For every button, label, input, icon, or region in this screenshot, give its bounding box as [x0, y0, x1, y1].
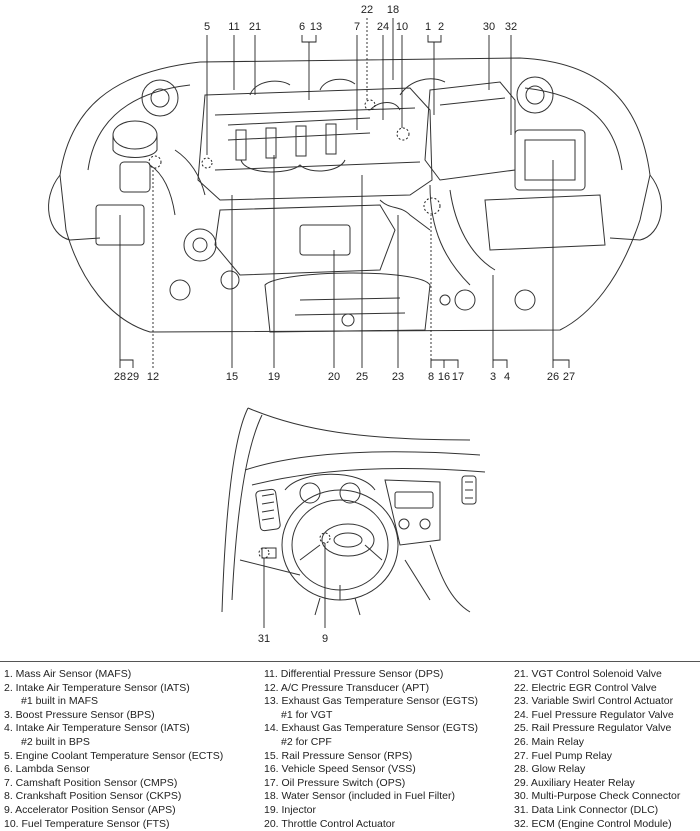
- callout-16: 16: [438, 371, 450, 383]
- legend-item: 28. Glow Relay: [514, 763, 586, 776]
- callout-26: 26: [547, 371, 559, 383]
- interior-sensor-markers: [258, 532, 331, 559]
- legend-item: 10. Fuel Temperature Sensor (FTS): [4, 817, 170, 830]
- callout-9: 9: [322, 633, 328, 645]
- interior-callouts: 31 9: [258, 633, 328, 645]
- legend-item: 15. Rail Pressure Sensor (RPS): [264, 749, 413, 762]
- callout-5: 5: [204, 21, 210, 33]
- legend-item: 21. VGT Control Solenoid Valve: [514, 668, 662, 680]
- legend-item: 6. Lambda Sensor: [4, 763, 90, 776]
- callout-11: 11: [228, 21, 239, 33]
- callout-8: 8: [428, 371, 434, 383]
- legend-item: 27. Fuel Pump Relay: [514, 749, 613, 762]
- callout-2: 2: [438, 21, 444, 33]
- engine-top-callouts: 5 11 21 6 13 22 18 7 24 10 1 2 30 32: [204, 4, 517, 33]
- callout-6: 6: [299, 21, 305, 33]
- legend-item: 5. Engine Coolant Temperature Sensor (EC…: [4, 749, 224, 762]
- component-location-figure: 5 11 21 6 13 22 18 7 24 10 1 2 30 32 28 …: [48, 4, 662, 645]
- legend-item: 2. Intake Air Temperature Sensor (IATS): [4, 681, 190, 694]
- legend-column-2: 11. Differential Pressure Sensor (DPS)12…: [264, 668, 478, 831]
- legend-item: 13. Exhaust Gas Temperature Sensor (EGTS…: [264, 695, 478, 708]
- interior-dashboard-drawing: [221, 407, 486, 616]
- callout-25: 25: [356, 371, 368, 383]
- legend-item: 19. Injector: [264, 803, 316, 816]
- legend-item: 14. Exhaust Gas Temperature Sensor (EGTS…: [264, 722, 478, 735]
- legend-item: 17. Oil Pressure Switch (OPS): [264, 776, 406, 789]
- callout-19: 19: [268, 371, 280, 383]
- callout-31: 31: [258, 633, 270, 645]
- legend-item: 1. Mass Air Sensor (MAFS): [4, 668, 132, 680]
- legend-item: 20. Throttle Control Actuator: [264, 817, 396, 830]
- legend-item: 3. Boost Pressure Sensor (BPS): [4, 708, 155, 721]
- legend-item: 16. Vehicle Speed Sensor (VSS): [264, 763, 416, 776]
- callout-29: 29: [127, 371, 139, 383]
- legend: 1. Mass Air Sensor (MAFS)2. Intake Air T…: [0, 664, 700, 831]
- legend-item: 22. Electric EGR Control Valve: [514, 681, 657, 694]
- legend-item: 23. Variable Swirl Control Actuator: [514, 695, 674, 708]
- interior-leaders: [263, 543, 326, 628]
- legend-item: #1 built in MAFS: [21, 695, 99, 708]
- callout-30: 30: [483, 21, 495, 33]
- callout-23: 23: [392, 371, 404, 383]
- legend-item: #1 for VGT: [281, 708, 333, 721]
- callout-3: 3: [490, 371, 496, 383]
- legend-item: 7. Camshaft Position Sensor (CMPS): [4, 776, 178, 789]
- legend-item: 26. Main Relay: [514, 735, 585, 748]
- callout-4: 4: [504, 371, 510, 383]
- legend-item: 30. Multi-Purpose Check Connector: [514, 790, 681, 803]
- callout-1: 1: [425, 21, 431, 33]
- callout-17: 17: [452, 371, 464, 383]
- legend-item: 31. Data Link Connector (DLC): [514, 803, 659, 816]
- engine-bottom-callouts: 28 29 12 15 19 20 25 23 8 16 17 3 4 26 2…: [114, 371, 575, 383]
- legend-divider: [0, 661, 700, 662]
- legend-item: 12. A/C Pressure Transducer (APT): [264, 681, 430, 694]
- callout-15: 15: [226, 371, 238, 383]
- legend-item: #2 built in BPS: [21, 735, 90, 748]
- legend-item: 4. Intake Air Temperature Sensor (IATS): [4, 722, 190, 735]
- legend-item: 32. ECM (Engine Control Module): [514, 817, 672, 830]
- callout-18: 18: [387, 4, 399, 16]
- legend-item: 24. Fuel Pressure Regulator Valve: [514, 708, 674, 721]
- callout-28: 28: [114, 371, 126, 383]
- engine-bottom-leaders: [119, 155, 570, 368]
- legend-item: 9. Accelerator Position Sensor (APS): [4, 803, 176, 816]
- legend-item: 11. Differential Pressure Sensor (DPS): [264, 668, 444, 680]
- callout-22: 22: [361, 4, 373, 16]
- callout-21: 21: [249, 21, 261, 33]
- engine-bay-drawing: [48, 57, 662, 333]
- callout-12: 12: [147, 371, 159, 383]
- sensor-markers: [148, 99, 441, 215]
- legend-item: 8. Crankshaft Position Sensor (CKPS): [4, 790, 182, 803]
- callout-10: 10: [396, 21, 408, 33]
- legend-column-1: 1. Mass Air Sensor (MAFS)2. Intake Air T…: [4, 668, 223, 831]
- callout-13: 13: [310, 21, 322, 33]
- legend-item: 18. Water Sensor (included in Fuel Filte…: [264, 790, 456, 803]
- callout-27: 27: [563, 371, 575, 383]
- engine-top-leaders: [206, 18, 512, 155]
- callout-32: 32: [505, 21, 517, 33]
- callout-20: 20: [328, 371, 340, 383]
- legend-item: 25. Rail Pressure Regulator Valve: [514, 722, 672, 735]
- legend-item: #2 for CPF: [281, 735, 332, 748]
- legend-item: 29. Auxiliary Heater Relay: [514, 776, 635, 789]
- callout-7: 7: [354, 21, 360, 33]
- callout-24: 24: [377, 21, 389, 33]
